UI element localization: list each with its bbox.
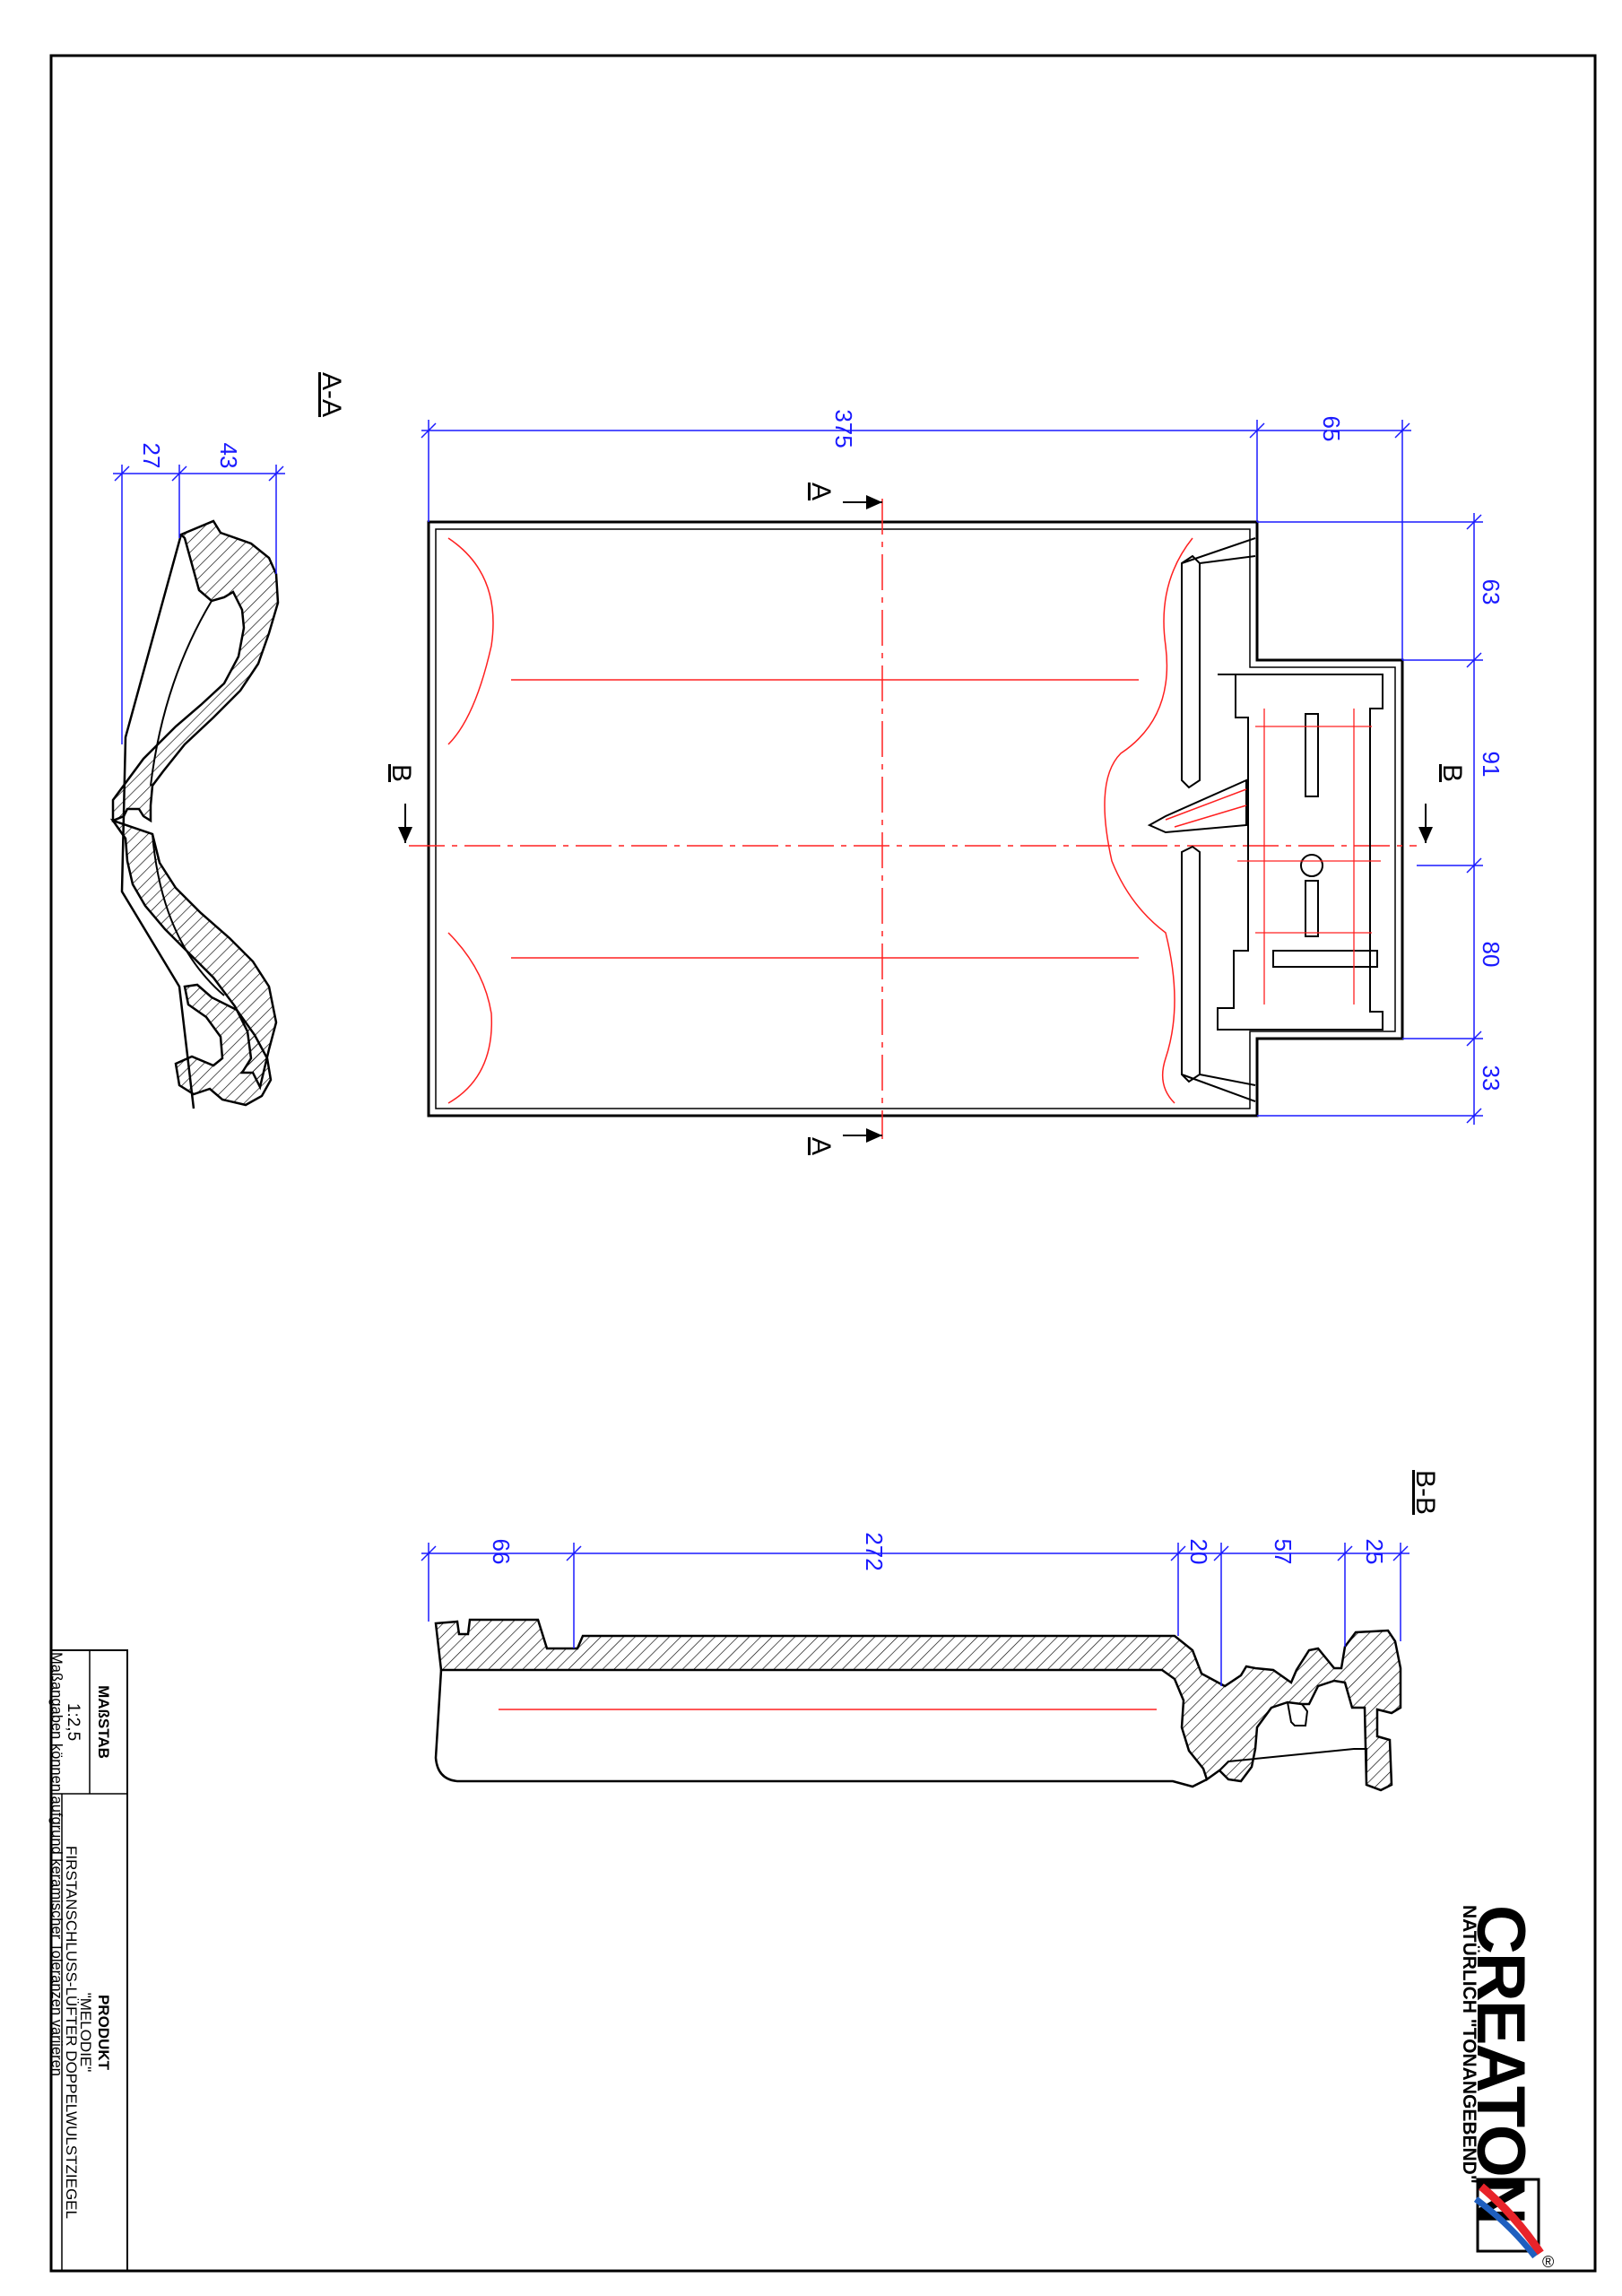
product-label: PRODUKT (95, 1995, 112, 2071)
section-aa-title: A-A (317, 372, 346, 417)
plan-rib-top (1181, 554, 1201, 789)
section-bb-profile (434, 1618, 1402, 1792)
plan-vent-slot-bottom (1272, 950, 1378, 968)
dim-label-91: 91 (1478, 752, 1505, 778)
plan-centre-nose (1147, 778, 1247, 834)
plan-hidden-wave-left (447, 537, 494, 1104)
dim-label-65: 65 (1318, 416, 1345, 442)
dim-label-25: 25 (1361, 1539, 1388, 1565)
arrow-head (1418, 827, 1433, 843)
dim-tick (421, 1545, 437, 1561)
section-b-marker-left: B (386, 764, 416, 782)
dim-tick (1213, 1545, 1229, 1561)
section-a-marker-bottom: A (806, 1137, 836, 1155)
plan-vent-slot-top (1305, 713, 1319, 797)
dim-tick (1466, 1031, 1482, 1047)
dim-tick (1249, 422, 1265, 439)
plan-outer-outline (427, 520, 1404, 1118)
plan-vent-slot-mid (1305, 880, 1319, 937)
logo-square (1476, 2178, 1540, 2253)
dim-tick (1337, 1545, 1353, 1561)
dim-label-80: 80 (1478, 942, 1505, 968)
logo-swoosh-red (1479, 2183, 1544, 2256)
section-bb-title: B-B (1410, 1470, 1440, 1515)
dim-tick (1466, 1108, 1482, 1124)
arrow-head (866, 495, 882, 509)
dim-label-57: 57 (1270, 1539, 1297, 1565)
plan-view: A A B B 375 65 63 91 80 33 (386, 409, 1505, 1155)
section-aa-view: 27 43 A-A (109, 372, 346, 1109)
dim-label-27: 27 (138, 443, 165, 469)
product-name: "MELODIE" (77, 1993, 94, 2073)
dim-tick (1466, 514, 1482, 530)
dim-label-66: 66 (488, 1539, 515, 1565)
scale-value: 1:2,5 (64, 1703, 82, 1741)
scale-label: MAßSTAB (95, 1685, 112, 1759)
creaton-logo: CREATON NATÜRLICH "TONANGEBEND" ® (1459, 1905, 1554, 2271)
dim-tick (421, 422, 437, 439)
logo-tagline: NATÜRLICH "TONANGEBEND" (1459, 1905, 1479, 2184)
arrow-head (398, 827, 412, 843)
section-aa-inner-curve (150, 600, 225, 996)
tolerance-note: Maßangaben können aufgrund keramischer T… (48, 1652, 65, 2076)
dim-tick (171, 465, 187, 482)
section-bb-vent-lug (1287, 1701, 1309, 1726)
drawing-frame (49, 54, 1597, 2273)
section-bb-lower-body (434, 1669, 1208, 1788)
plan-corner-top (1181, 537, 1256, 564)
plan-inner-outline (435, 528, 1396, 1109)
dim-tick (1392, 1545, 1409, 1561)
section-aa-bottom-wulst (174, 983, 273, 1107)
plan-hidden-wave-right (1104, 537, 1193, 1104)
dim-tick (1394, 422, 1410, 439)
dim-label-63: 63 (1478, 579, 1505, 605)
dim-tick (114, 465, 130, 482)
section-b-marker-right: B (1437, 764, 1467, 782)
title-block: MAßSTAB 1:2,5 PRODUKT "MELODIE" FIRSTANS… (48, 1649, 128, 2272)
dim-label-43: 43 (215, 443, 242, 469)
section-bb-view: B-B 66 272 20 57 25 (421, 1470, 1440, 1792)
section-bb-vent-foot (1219, 1748, 1382, 1791)
plan-vent-hidden (1237, 709, 1381, 1004)
plan-centre-nose-hidden (1165, 788, 1247, 828)
product-description: FIRSTANSCHLUSS-LÜFTER DOPPELWULSTZIEGEL (63, 1846, 80, 2219)
dim-tick (1170, 1545, 1186, 1561)
dim-tick (1466, 857, 1482, 874)
logo-brand: CREATON (1462, 1905, 1539, 2223)
section-a-marker-top: A (806, 483, 836, 500)
logo-reg-mark: ® (1542, 2253, 1554, 2271)
section-aa-profile (111, 519, 280, 823)
dim-tick (1466, 652, 1482, 668)
dim-label-20: 20 (1185, 1539, 1212, 1565)
plan-rib-bottom (1181, 845, 1201, 1083)
dim-label-375: 375 (830, 409, 857, 448)
dim-label-272: 272 (861, 1532, 888, 1570)
arrow-head (866, 1128, 882, 1143)
dim-tick (566, 1545, 582, 1561)
plan-vent-hole (1300, 854, 1323, 877)
plan-vent-block (1217, 674, 1383, 1031)
dim-label-33: 33 (1478, 1065, 1505, 1091)
plan-corner-bottom (1181, 1074, 1256, 1102)
logo-swoosh-blue (1473, 2196, 1538, 2259)
section-aa-outer-outline (120, 534, 195, 1109)
dim-tick (268, 465, 284, 482)
